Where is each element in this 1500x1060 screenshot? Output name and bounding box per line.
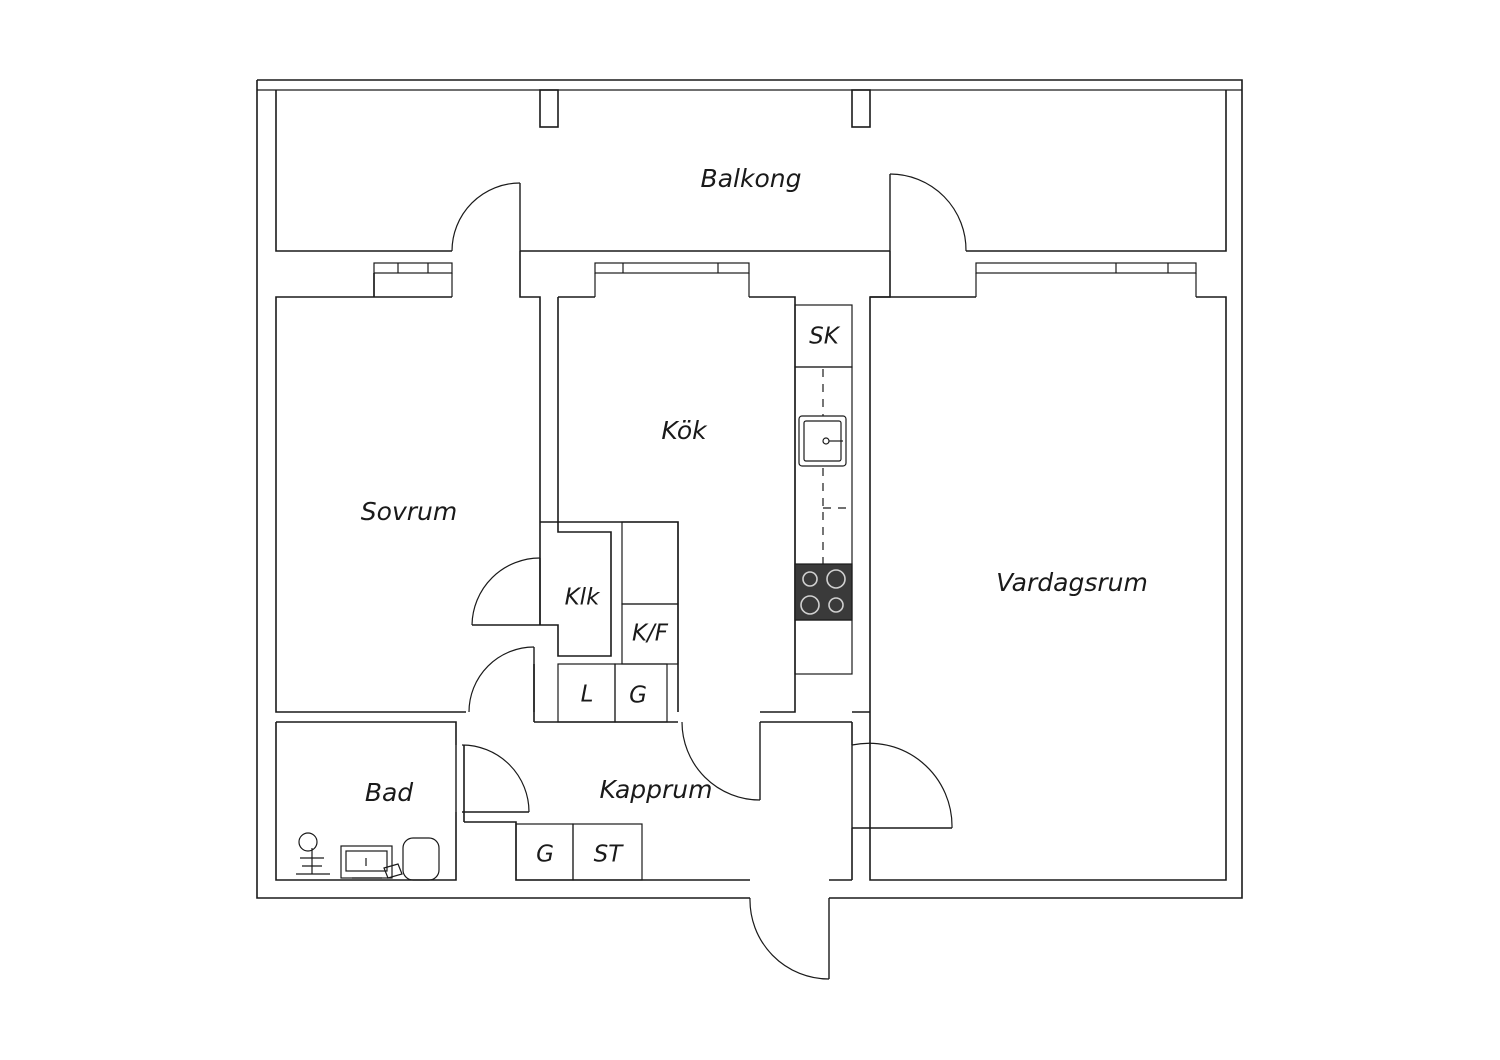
label-kitchen: Kök — [661, 416, 708, 445]
label-linen-closet: L — [581, 682, 594, 708]
balcony-area — [275, 89, 1227, 252]
label-fridge-freezer: K/F — [632, 621, 669, 647]
kitchen-sink-icon — [798, 415, 847, 467]
washbasin-icon — [340, 845, 393, 879]
shower-icon — [296, 832, 330, 875]
doors — [451, 173, 967, 980]
label-balcony: Balkong — [701, 164, 802, 193]
exterior-walls — [256, 79, 1243, 899]
label-hall: Kapprum — [599, 775, 712, 804]
label-bedroom: Sovrum — [361, 497, 457, 526]
label-broom-closet: SK — [809, 324, 841, 350]
windows — [373, 262, 1197, 297]
bathroom-fixtures — [296, 832, 440, 881]
label-walk-in-closet: Klk — [565, 585, 601, 611]
label-wardrobe-hall: G — [536, 842, 554, 868]
toilet-icon — [383, 837, 440, 881]
interior-walls — [275, 251, 1227, 881]
label-living-room: Vardagsrum — [996, 568, 1148, 597]
hall-wardrobes — [515, 823, 643, 881]
stove-icon — [794, 563, 853, 621]
label-bathroom: Bad — [365, 778, 413, 807]
label-wardrobe-kitchen: G — [629, 683, 647, 709]
label-storage: ST — [594, 842, 625, 868]
